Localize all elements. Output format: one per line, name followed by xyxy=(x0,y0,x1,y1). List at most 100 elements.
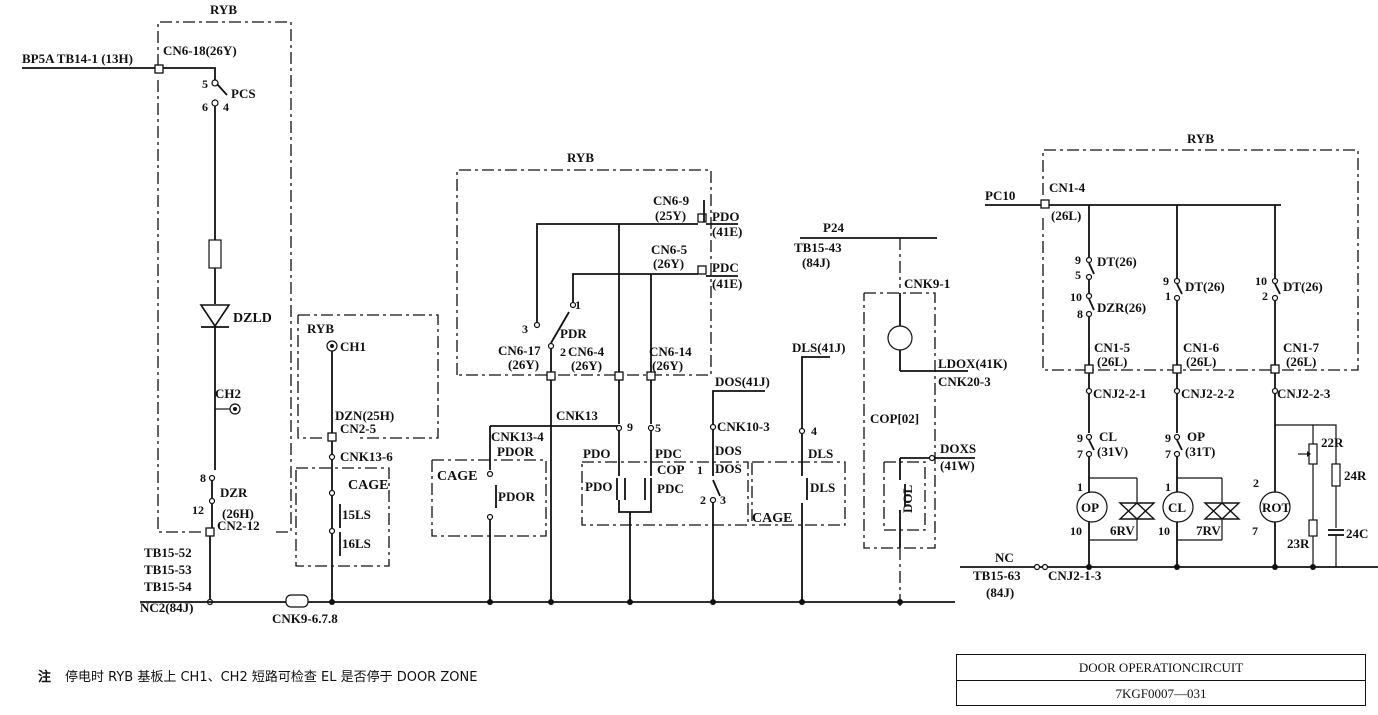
label-dt-2: DT(26) xyxy=(1185,279,1225,294)
svg-text:CL: CL xyxy=(1168,500,1186,515)
svg-text:9: 9 xyxy=(1163,274,1169,288)
connector-cn1-4 xyxy=(1040,199,1050,209)
svg-text:10: 10 xyxy=(1255,274,1267,288)
svg-text:CNJ2-2-1: CNJ2-2-1 xyxy=(1093,386,1146,401)
svg-text:(41W): (41W) xyxy=(940,458,975,473)
svg-text:RYB: RYB xyxy=(307,321,334,336)
label-dt-1: DT(26) xyxy=(1097,254,1137,269)
svg-text:1: 1 xyxy=(1165,480,1171,494)
connector-cn1-5 xyxy=(1084,364,1094,374)
cl-motor xyxy=(1162,491,1194,523)
label-cop02: COP[02] xyxy=(870,411,919,426)
svg-text:9: 9 xyxy=(1077,431,1083,445)
svg-text:CN6-17: CN6-17 xyxy=(498,343,541,358)
label-cn2-5: CN2-5 xyxy=(340,421,377,436)
label-cnk20-3: CNK20-3 xyxy=(938,374,991,389)
connector-cn1-7 xyxy=(1270,364,1280,374)
svg-text:TB15-52: TB15-52 xyxy=(144,545,192,560)
label-ldox: LDOX(41K) xyxy=(938,356,1007,371)
svg-text:COP: COP xyxy=(657,462,685,477)
svg-text:4: 4 xyxy=(811,424,817,438)
svg-text:DOS: DOS xyxy=(715,461,742,476)
svg-text:(84J): (84J) xyxy=(802,255,830,270)
svg-text:2: 2 xyxy=(1253,476,1259,490)
svg-text:PDO: PDO xyxy=(585,479,612,494)
label-cnk9-1: CNK9-1 xyxy=(904,276,950,291)
6rv-varistor xyxy=(1118,502,1156,520)
cnk9-connector xyxy=(285,594,309,608)
svg-text:CNJ2-2-2: CNJ2-2-2 xyxy=(1181,386,1234,401)
svg-text:CN1-4: CN1-4 xyxy=(1049,180,1086,195)
svg-text:TB15-54: TB15-54 xyxy=(144,579,192,594)
label-dos-41j: DOS(41J) xyxy=(715,374,770,389)
label-cn2-12: CN2-12 xyxy=(217,518,260,533)
connector-pdc xyxy=(697,265,707,275)
svg-text:6: 6 xyxy=(202,100,208,114)
connector-pdo xyxy=(697,213,707,223)
resistor-left xyxy=(208,239,222,269)
svg-text:10: 10 xyxy=(1070,524,1082,538)
label-cnk13: CNK13 xyxy=(556,408,598,423)
svg-text:RYB: RYB xyxy=(567,150,594,165)
svg-text:9: 9 xyxy=(1165,431,1171,445)
label-nc: NC xyxy=(995,550,1014,565)
label-doxs: DOXS xyxy=(940,441,976,456)
label-23r: 23R xyxy=(1287,536,1310,551)
label-cnk9-678: CNK9-6.7.8 xyxy=(272,611,338,626)
connector-cn6-14 xyxy=(646,371,656,381)
svg-text:2: 2 xyxy=(700,493,706,507)
svg-text:2: 2 xyxy=(1262,289,1268,303)
left-circuit: RYB BP5A TB14-1 (13H) CN6-18(26Y) 5 PCS … xyxy=(22,2,955,626)
label-cnj2-1-3: CNJ2-1-3 xyxy=(1048,568,1102,583)
resistor-23r xyxy=(1308,519,1318,537)
label-ch2: CH2 xyxy=(215,386,241,401)
label-cl: CL xyxy=(1099,429,1117,444)
label-24c: 24C xyxy=(1346,526,1368,541)
label-pcs: PCS xyxy=(231,86,256,101)
svg-text:(25Y): (25Y) xyxy=(655,208,686,223)
op-motor xyxy=(1076,491,1108,523)
connector-cn2-5 xyxy=(327,432,337,442)
cop02-box xyxy=(863,292,936,549)
svg-text:9: 9 xyxy=(1075,253,1081,267)
label-cage-2: CAGE xyxy=(437,469,477,484)
label-pdor: PDOR xyxy=(498,489,535,504)
cop-indicator xyxy=(887,325,913,351)
label-dol: DOL xyxy=(900,485,915,514)
svg-text:CN1-7: CN1-7 xyxy=(1283,340,1320,355)
svg-text:10: 10 xyxy=(1158,524,1170,538)
svg-text:10: 10 xyxy=(1070,290,1082,304)
label-dzr: DZR xyxy=(220,485,248,500)
svg-text:CN6-4: CN6-4 xyxy=(568,344,605,359)
svg-text:(26L): (26L) xyxy=(1051,208,1081,223)
label-op: OP xyxy=(1187,429,1205,444)
svg-text:5: 5 xyxy=(655,421,661,435)
pdr-switch xyxy=(550,311,570,344)
svg-text:PDOR: PDOR xyxy=(497,444,534,459)
svg-text:1: 1 xyxy=(1165,289,1171,303)
label-ch1: CH1 xyxy=(340,339,366,354)
svg-text:(26L): (26L) xyxy=(1186,354,1216,369)
connector-cn6-4 xyxy=(614,371,624,381)
svg-text:CN1-6: CN1-6 xyxy=(1183,340,1220,355)
svg-text:8: 8 xyxy=(1077,307,1083,321)
connector-cn6-18 xyxy=(154,64,164,74)
7rv-varistor xyxy=(1203,502,1241,520)
svg-text:(26Y): (26Y) xyxy=(653,256,684,271)
svg-text:1: 1 xyxy=(575,298,581,312)
label-16ls: 16LS xyxy=(342,536,371,551)
right-circuit: RYB PC10 CN1-4 (26L) 9 DT(26) 5 10 DZR(2… xyxy=(960,131,1378,600)
footnote: 注停电时 RYB 基板上 CH1、CH2 短路可检查 EL 是否停于 DOOR … xyxy=(38,666,477,685)
svg-text:PDO: PDO xyxy=(583,446,610,461)
label-ryb-left: RYB xyxy=(210,2,237,17)
svg-text:5: 5 xyxy=(1075,268,1081,282)
label-dls: DLS xyxy=(810,480,835,495)
label-cage-3: CAGE xyxy=(752,511,792,526)
label-22r: 22R xyxy=(1321,435,1344,450)
connector-cn1-6 xyxy=(1172,364,1182,374)
svg-text:1: 1 xyxy=(1077,480,1083,494)
svg-text:4: 4 xyxy=(223,100,229,114)
label-15ls: 15LS xyxy=(342,507,371,522)
label-nc2: NC2(84J) xyxy=(140,600,193,615)
